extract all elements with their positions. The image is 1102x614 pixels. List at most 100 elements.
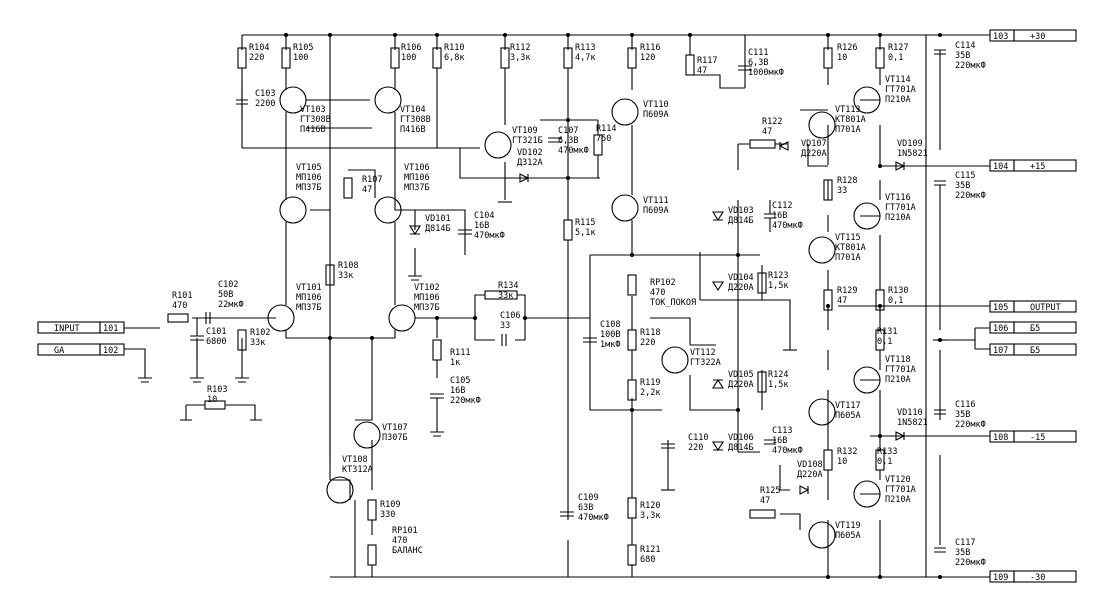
component-value-label: 35В [955, 51, 970, 61]
component-alt-label: П701А [835, 125, 861, 135]
component-type-label: П609А [643, 206, 669, 216]
port-label: -30 [1030, 573, 1045, 583]
component-ref-label: R131 [877, 327, 897, 337]
component-value-label: 33 [837, 186, 847, 196]
component-ref-label: R115 [575, 218, 595, 228]
component-ref-label: R124 [768, 370, 788, 380]
component-value-label: 47 [762, 127, 772, 137]
component-type-label: ГТ321Б [512, 136, 543, 146]
component-type-label: ГТ308В [300, 115, 331, 125]
component-value-label: 220 [249, 53, 264, 63]
component-ref-label: C110 [688, 433, 708, 443]
component-ref-label: VD106 [728, 433, 754, 443]
component-alt-label: МП37Б [296, 303, 322, 313]
port-label: OUTPUT [1030, 303, 1061, 313]
component-ref-label: VT110 [643, 100, 669, 110]
component-value-label: 33к [338, 271, 353, 281]
component-ref-label: C108 [600, 320, 620, 330]
component-type-label: МП106 [296, 293, 322, 303]
component-type-label: Д814Б [728, 216, 754, 226]
component-alt-label: МП37Б [404, 183, 430, 193]
symbols [138, 33, 947, 579]
port-label: +30 [1030, 32, 1045, 42]
component-ref-label: VT109 [512, 126, 538, 136]
component-alt-label: МП37Б [414, 303, 440, 313]
component-type-label: ГТ701А [885, 485, 916, 495]
component-type-label: ГТ701А [885, 203, 916, 213]
component-ref-label: R103 [207, 385, 227, 395]
port-label: GA [54, 346, 64, 356]
component-ref-label: R111 [450, 348, 470, 358]
component-value-label: 470 [172, 301, 187, 311]
component-ref-label: VT120 [885, 475, 911, 485]
port-103: 103+30 [989, 29, 1077, 42]
component-ref-label: VT103 [300, 105, 326, 115]
component-value-label: 33 [500, 321, 510, 331]
component-extra-label: 220мкФ [955, 558, 986, 568]
component-ref-label: VT112 [690, 348, 716, 358]
component-ref-label: C111 [748, 48, 768, 58]
component-ref-label: R134 [498, 281, 518, 291]
component-alt-label: П416В [400, 125, 426, 135]
component-value-label: 16В [450, 386, 465, 396]
component-value-label: 47 [760, 496, 770, 506]
component-value-label: 0,1 [888, 296, 903, 306]
component-ref-label: VT107 [382, 423, 408, 433]
port-id-box [989, 343, 1015, 356]
component-value-label: 6,8к [444, 53, 464, 63]
component-value-label: 680 [640, 555, 655, 565]
component-type-label: П605А [835, 531, 861, 541]
port-109: 109-30 [989, 570, 1077, 583]
component-ref-label: R112 [510, 43, 530, 53]
component-value-label: 47 [362, 185, 372, 195]
component-type-label: П605А [835, 411, 861, 421]
component-type-label: КТ801А [835, 115, 866, 125]
component-ref-label: VD104 [728, 273, 754, 283]
component-type-label: П609А [643, 110, 669, 120]
component-type-label: Д814Б [728, 443, 754, 453]
component-value-label: 100 [293, 53, 308, 63]
component-extra-label: 220мкФ [450, 396, 481, 406]
component-ref-label: C114 [955, 41, 975, 51]
component-ref-label: VT113 [835, 105, 861, 115]
component-value-label: 16В [772, 436, 787, 446]
component-ref-label: VD102 [517, 148, 543, 158]
component-extra-label: 1000мкФ [748, 68, 784, 78]
component-value-label: 6,3В [748, 58, 768, 68]
component-value-label: 16В [772, 211, 787, 221]
component-ref-label: VT115 [835, 233, 861, 243]
component-ref-label: R133 [877, 447, 897, 457]
component-value-label: 1,5к [768, 281, 788, 291]
component-type-label: Д814Б [425, 224, 451, 234]
component-ref-label: VT108 [342, 455, 368, 465]
component-type-label: МП106 [414, 293, 440, 303]
